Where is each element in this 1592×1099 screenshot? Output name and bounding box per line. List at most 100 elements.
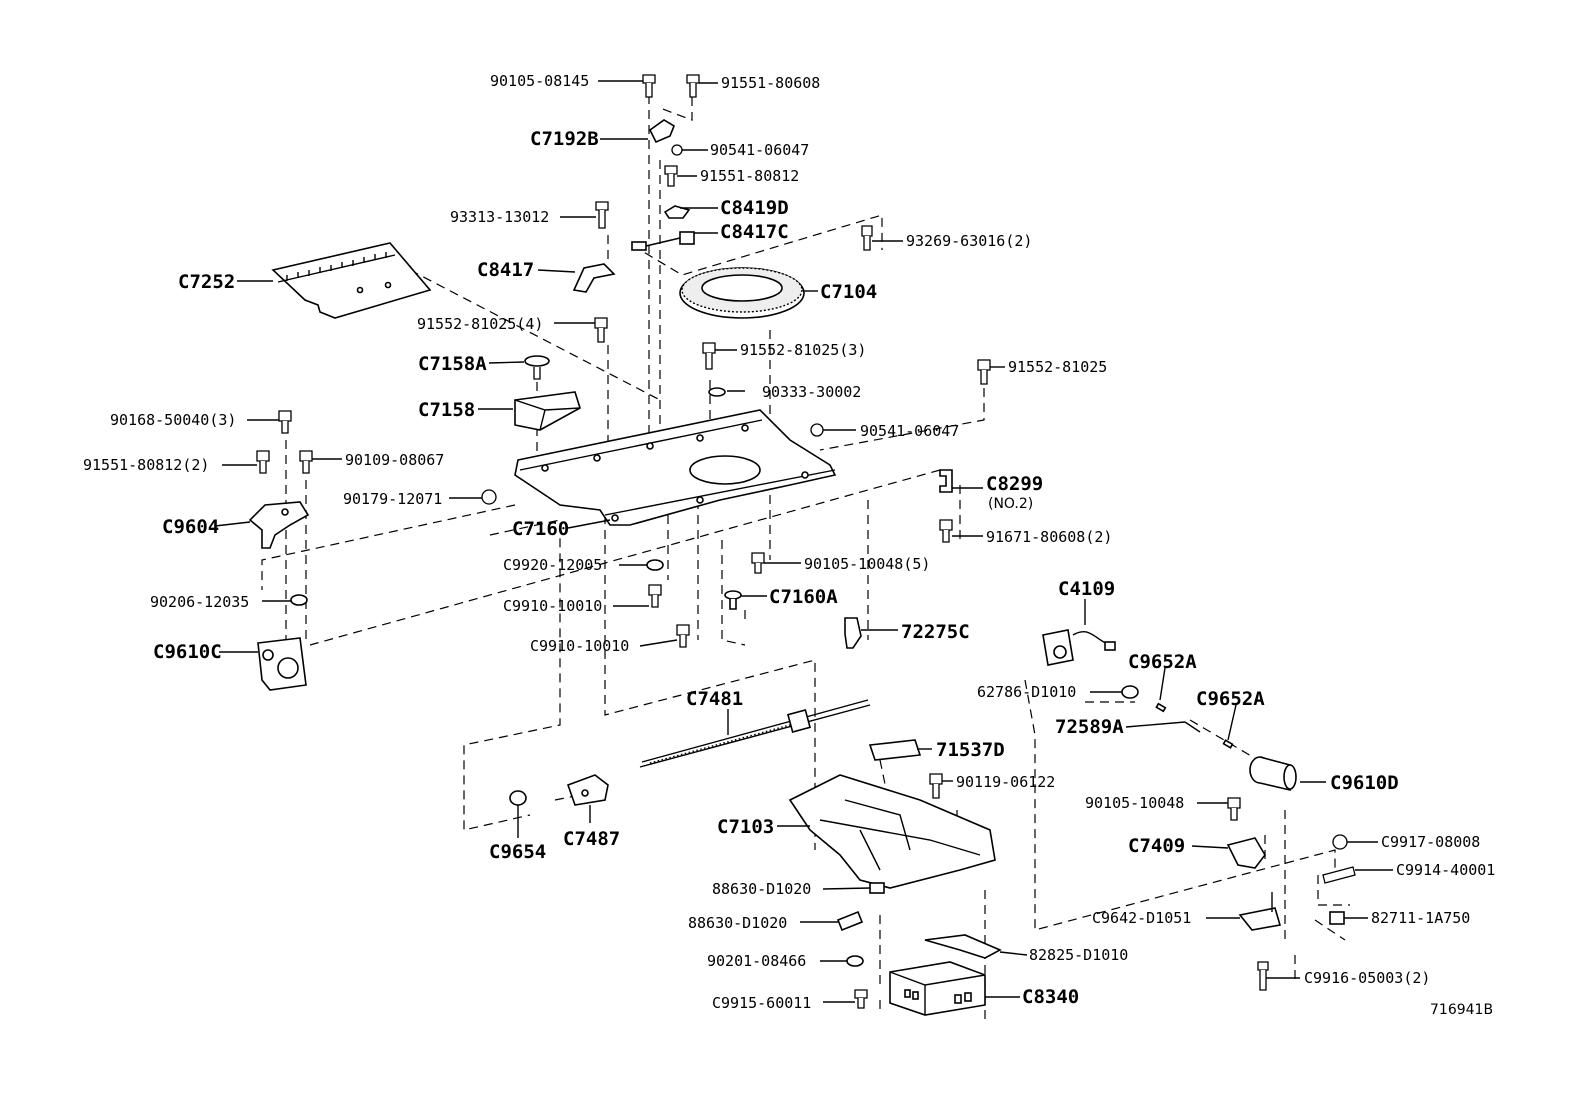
washer-icon bbox=[646, 559, 664, 571]
nut-icon bbox=[671, 144, 683, 156]
clip-icon bbox=[844, 617, 862, 649]
bushing-icon bbox=[509, 790, 527, 806]
part-label: C9915-60011 bbox=[712, 994, 811, 1012]
part-label: C9910-10010 bbox=[530, 637, 629, 655]
bracket-icon bbox=[1238, 892, 1282, 931]
part-label: C9916-05003(2) bbox=[1304, 969, 1430, 987]
part-label: 71537D bbox=[936, 739, 1005, 761]
part-label: 90105-08145 bbox=[490, 72, 589, 90]
connector-icon bbox=[836, 910, 864, 932]
bolt-icon bbox=[977, 359, 991, 385]
part-label: 90109-08067 bbox=[345, 451, 444, 469]
part-label: C9604 bbox=[162, 516, 219, 538]
part-label: C7160 bbox=[512, 518, 569, 540]
bolt-icon bbox=[642, 74, 656, 98]
screw-icon bbox=[1257, 961, 1269, 991]
bolt-icon bbox=[686, 74, 700, 98]
sensor-icon bbox=[631, 231, 695, 251]
part-label: 90168-50040(3) bbox=[110, 411, 236, 429]
part-label: 90541-06047 bbox=[860, 422, 959, 440]
pin-icon bbox=[1155, 702, 1167, 713]
part-label: 90105-10048 bbox=[1085, 794, 1184, 812]
nut-icon bbox=[810, 423, 824, 437]
shaft-icon bbox=[1184, 721, 1201, 733]
pin-icon bbox=[724, 590, 742, 610]
part-label: 90105-10048(5) bbox=[804, 555, 930, 573]
part-label: C9910-10010 bbox=[503, 597, 602, 615]
washer-icon bbox=[290, 594, 308, 606]
motor-icon bbox=[257, 637, 307, 691]
bolt-icon bbox=[256, 450, 270, 474]
bolt-icon bbox=[939, 519, 953, 543]
part-label-note: (NO.2) bbox=[988, 496, 1033, 512]
gear-ring-icon bbox=[679, 267, 805, 319]
part-label: C7158A bbox=[418, 353, 487, 375]
part-label: 88630-D1020 bbox=[712, 880, 811, 898]
motor-icon bbox=[1249, 756, 1297, 792]
bolt-icon bbox=[664, 165, 678, 187]
nut-icon bbox=[1332, 834, 1348, 850]
part-label: C9642-D1051 bbox=[1092, 909, 1191, 927]
part-label: C4109 bbox=[1058, 578, 1115, 600]
washer-icon bbox=[708, 387, 726, 397]
base-frame bbox=[788, 774, 996, 889]
clip-icon bbox=[869, 882, 885, 894]
ecu-box bbox=[889, 961, 986, 1016]
lead-screw-icon bbox=[639, 699, 871, 768]
bolt-icon bbox=[929, 773, 943, 799]
part-label: 82825-D1010 bbox=[1029, 946, 1128, 964]
part-label: 93313-13012 bbox=[450, 208, 549, 226]
bracket-icon bbox=[1226, 837, 1266, 869]
bolt-icon bbox=[299, 450, 313, 474]
part-label: C9917-08008 bbox=[1381, 833, 1480, 851]
cover-icon bbox=[924, 934, 1002, 959]
part-label: C9610D bbox=[1330, 772, 1399, 794]
part-label: C7409 bbox=[1128, 835, 1185, 857]
part-label: C9654 bbox=[489, 841, 546, 863]
part-label: C9914-40001 bbox=[1396, 861, 1495, 879]
nut-icon bbox=[481, 489, 497, 505]
part-label: C8417C bbox=[720, 221, 789, 243]
bolt-icon bbox=[702, 342, 716, 370]
part-label: C9610C bbox=[153, 641, 222, 663]
clip-icon bbox=[663, 205, 691, 219]
bolt-icon bbox=[1322, 866, 1356, 884]
part-label: C9652A bbox=[1128, 651, 1197, 673]
label-sheet-icon bbox=[868, 739, 922, 761]
part-label: 91552-81025(4) bbox=[417, 315, 543, 333]
bolt-icon bbox=[751, 552, 765, 574]
part-label: 88630-D1020 bbox=[688, 914, 787, 932]
part-label: 82711-1A750 bbox=[1371, 909, 1470, 927]
motor-icon bbox=[1042, 629, 1116, 666]
bolt-icon bbox=[1227, 797, 1241, 821]
part-label: 91551-80812(2) bbox=[83, 456, 209, 474]
part-label: 62786-D1010 bbox=[977, 683, 1076, 701]
bolt-icon bbox=[594, 317, 608, 343]
part-label: 91551-80608 bbox=[721, 74, 820, 92]
diagram-id: 716941B bbox=[1430, 1002, 1493, 1018]
bushing-icon bbox=[1121, 685, 1139, 699]
part-label: C8340 bbox=[1022, 986, 1079, 1008]
part-label: 93269-63016(2) bbox=[906, 232, 1032, 250]
bolt-icon bbox=[278, 410, 292, 434]
part-label: C7252 bbox=[178, 271, 235, 293]
part-label: 90333-30002 bbox=[762, 383, 861, 401]
part-label: 90201-08466 bbox=[707, 952, 806, 970]
part-label: 91552-81025(3) bbox=[740, 341, 866, 359]
bolt-icon bbox=[676, 624, 690, 648]
cap-icon bbox=[524, 355, 550, 367]
part-illustrations bbox=[248, 74, 1356, 1016]
bolt-icon bbox=[854, 989, 868, 1009]
part-label: C9652A bbox=[1196, 688, 1265, 710]
part-label: C8419D bbox=[720, 197, 789, 219]
bolt-icon bbox=[648, 584, 662, 608]
part-label: C7104 bbox=[820, 281, 877, 303]
part-label: 91552-81025 bbox=[1008, 358, 1107, 376]
part-label: 91551-80812 bbox=[700, 167, 799, 185]
connector-icon bbox=[1329, 911, 1345, 925]
part-label: 72589A bbox=[1055, 716, 1124, 738]
washer-icon bbox=[846, 955, 864, 967]
part-label: 72275C bbox=[901, 621, 970, 643]
seat-frame-plate bbox=[514, 409, 837, 526]
